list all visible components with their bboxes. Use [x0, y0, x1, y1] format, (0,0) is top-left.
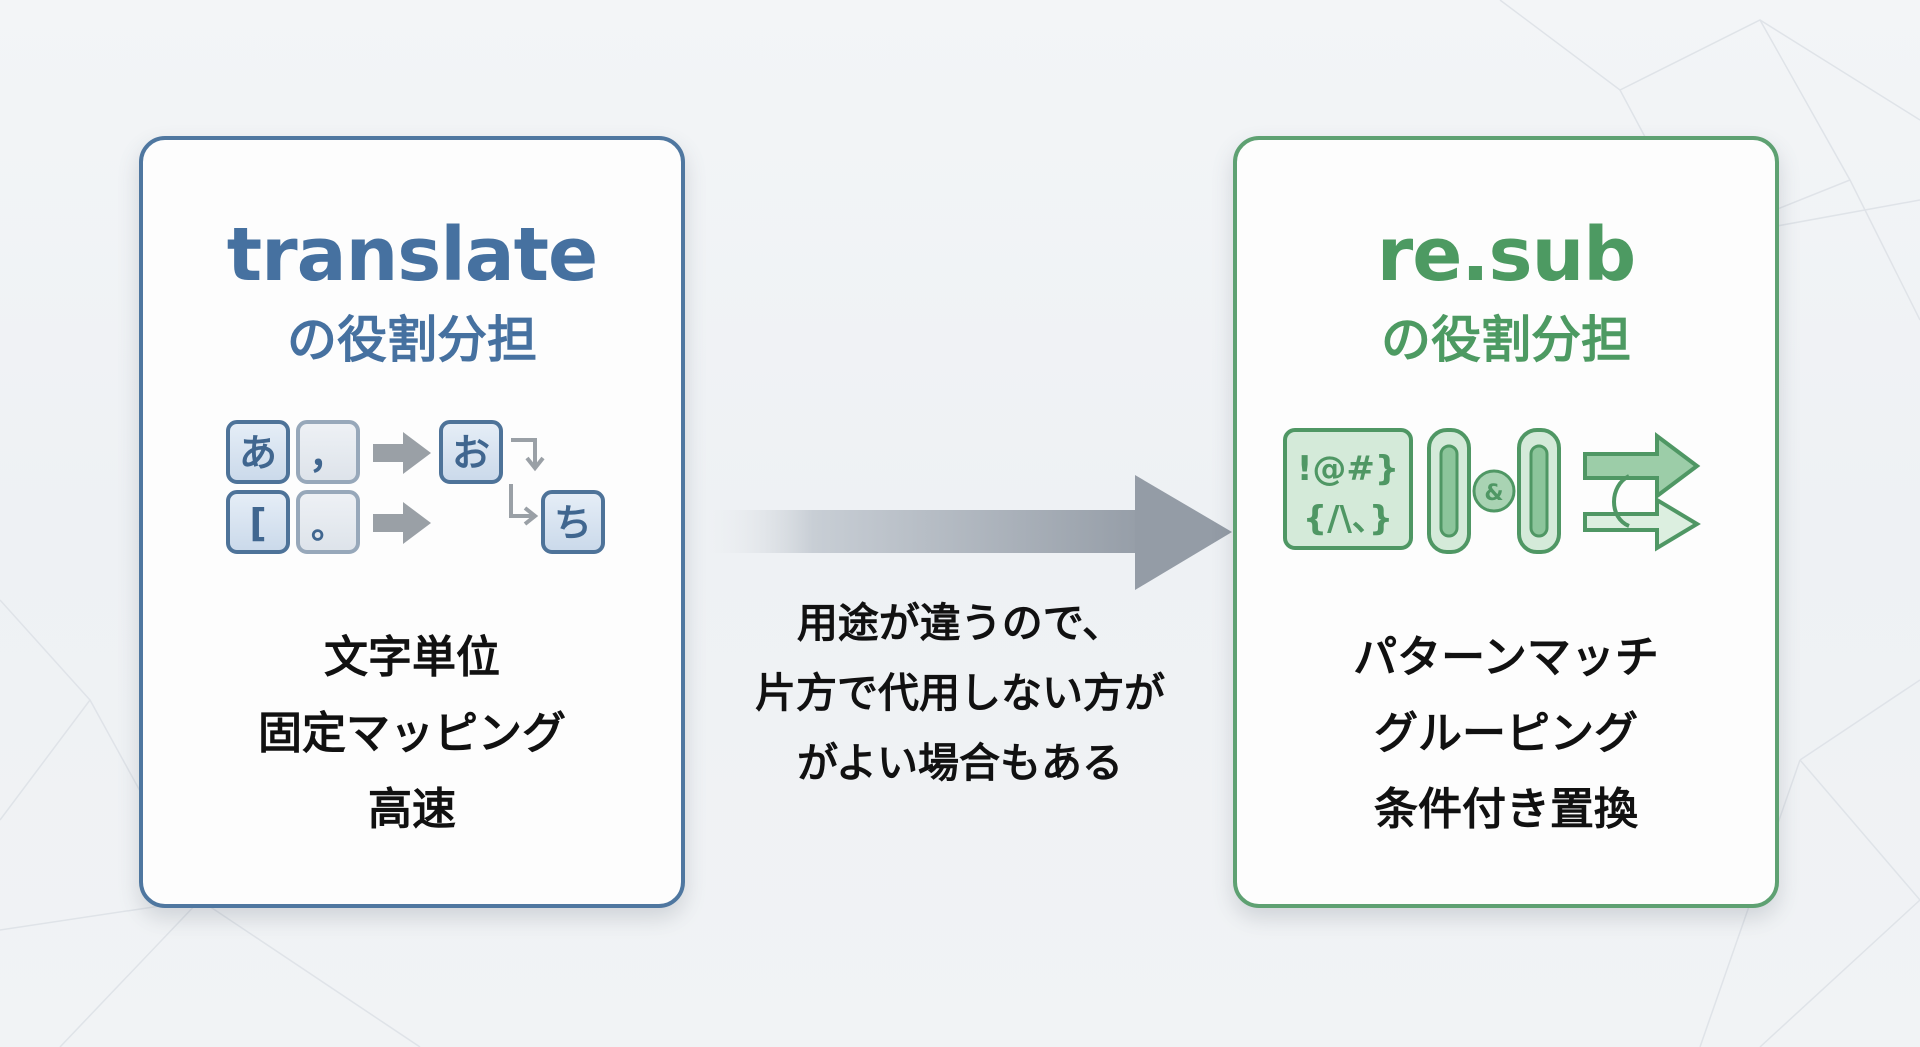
svg-text:，: ，: [309, 433, 347, 477]
note-line: 用途が違うので、: [796, 599, 1124, 647]
turn-arrow-icon: [509, 438, 545, 526]
note-line: 片方で代用しない方が: [755, 669, 1165, 717]
right-arrow-icon: [373, 432, 431, 544]
key-period-icon: 。: [296, 490, 360, 554]
feature-item: パターンマッチ: [1353, 632, 1659, 683]
key-bracket-icon: [: [226, 490, 290, 554]
note-line: がよい場合もある: [797, 739, 1123, 787]
key-a-icon: あ: [226, 420, 290, 484]
big-right-arrow-icon: [700, 475, 1232, 590]
svg-text:。: 。: [311, 507, 345, 547]
re-sub-card: re.sub の役割分担 !@#} {/\、} & パターンマッチ グルーピング…: [1233, 136, 1779, 908]
feature-item: 文字単位: [324, 632, 500, 683]
feature-item: グルーピング: [1374, 708, 1638, 759]
translate-card: translate の役割分担 あ ， [ 。: [139, 136, 685, 908]
capture-group-icon: &: [1427, 428, 1561, 554]
swap-arrows-icon: [1583, 432, 1701, 552]
regex-illustration: !@#} {/\、} &: [1283, 428, 1701, 554]
key-comma-icon: ，: [296, 420, 360, 484]
char-mapping-illustration: あ ， [ 。 お ち: [226, 420, 605, 554]
feature-item: 条件付き置換: [1374, 784, 1638, 835]
re-sub-title: re.sub: [1376, 212, 1637, 298]
middle-note: 用途が違うので、 片方で代用しない方が がよい場合もある: [700, 588, 1220, 798]
translate-subtitle: の役割分担: [287, 311, 537, 369]
svg-text:{/\、}: {/\、}: [1303, 499, 1393, 539]
translate-title: translate: [226, 212, 598, 298]
svg-text:!@#}: !@#}: [1297, 449, 1399, 489]
pattern-symbols-icon: !@#} {/\、}: [1283, 428, 1413, 550]
svg-text:ち: ち: [554, 501, 592, 545]
key-chi-icon: ち: [541, 490, 605, 554]
svg-text:お: お: [452, 431, 490, 475]
re-sub-features: パターンマッチ グルーピング 条件付き置換: [1237, 620, 1775, 848]
svg-text:&: &: [1484, 481, 1503, 506]
key-o-icon: お: [439, 420, 503, 484]
svg-text:あ: あ: [239, 431, 277, 475]
svg-text:[: [: [249, 501, 266, 545]
translate-features: 文字単位 固定マッピング 高速: [143, 620, 681, 848]
feature-item: 固定マッピング: [258, 708, 566, 759]
re-sub-subtitle: の役割分担: [1381, 311, 1631, 369]
feature-item: 高速: [368, 784, 456, 835]
